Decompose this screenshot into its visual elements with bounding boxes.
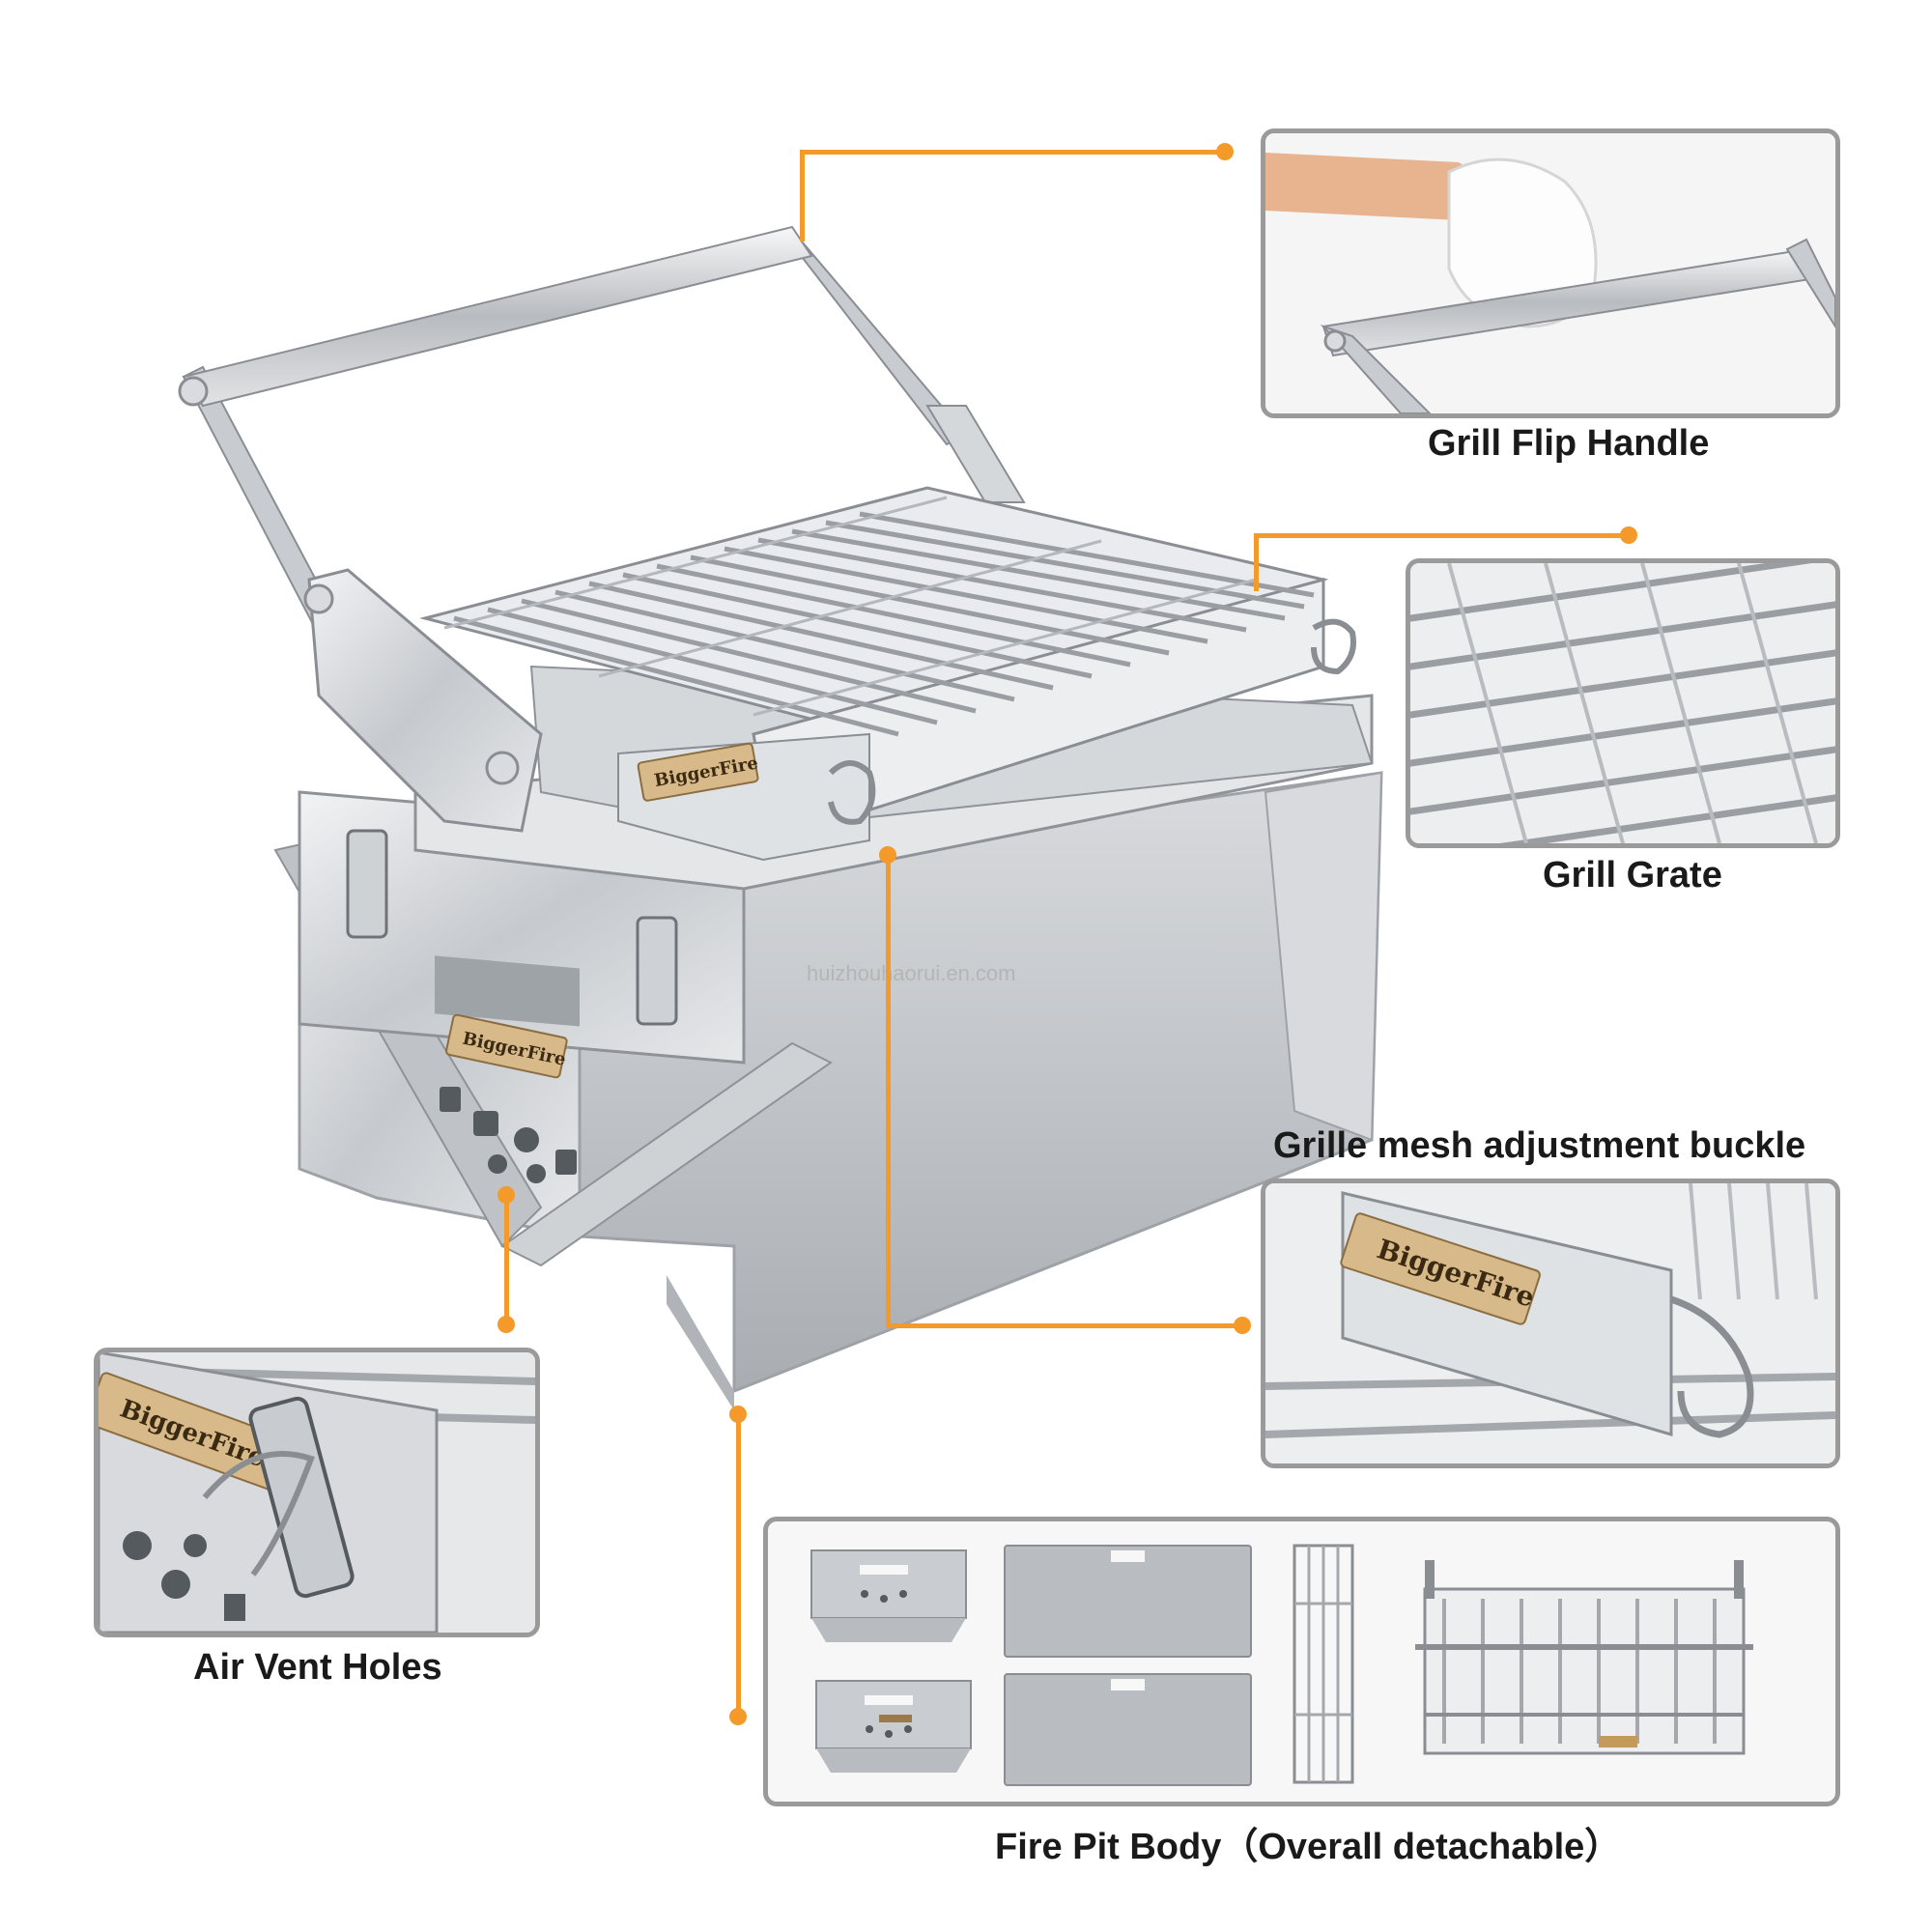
leader-vent-v bbox=[504, 1195, 509, 1323]
label-air-vent-holes: Air Vent Holes bbox=[193, 1647, 442, 1688]
leader-body-dot-end bbox=[729, 1708, 747, 1725]
leader-buckle-h bbox=[886, 1323, 1243, 1328]
leader-handle-v bbox=[800, 150, 805, 242]
leader-buckle-v bbox=[886, 855, 891, 1328]
label-grill-grate: Grill Grate bbox=[1543, 855, 1722, 895]
label-adjustment-buckle: Grille mesh adjustment buckle bbox=[1273, 1125, 1806, 1166]
panel-grill-grate bbox=[1406, 558, 1840, 848]
vent-closeup-image: BiggerFire bbox=[99, 1352, 535, 1633]
leader-vent-dot-end bbox=[497, 1316, 515, 1333]
leader-grate-h bbox=[1254, 533, 1629, 538]
panel-air-vent-holes: BiggerFire bbox=[94, 1348, 540, 1637]
leader-grate-v bbox=[1254, 533, 1259, 591]
buckle-closeup-image: BiggerFire bbox=[1265, 1183, 1835, 1463]
panel-adjustment-buckle: BiggerFire bbox=[1261, 1179, 1840, 1468]
parts-layout-image bbox=[810, 1544, 1753, 1786]
panel-fire-pit-body bbox=[763, 1517, 1840, 1806]
panel-grill-flip-handle bbox=[1261, 128, 1840, 418]
leader-grate-dot bbox=[1620, 526, 1637, 544]
grate-closeup-image bbox=[1410, 563, 1835, 843]
label-grill-flip-handle: Grill Flip Handle bbox=[1428, 423, 1710, 464]
leader-handle-h bbox=[800, 150, 1225, 155]
leader-body-v bbox=[736, 1414, 741, 1716]
label-fire-pit-body: Fire Pit Body（Overall detachable） bbox=[995, 1827, 1622, 1867]
leader-handle-dot bbox=[1216, 143, 1234, 160]
watermark: huizhouhaorui.en.com bbox=[807, 961, 1015, 985]
leader-buckle-dot-end bbox=[1234, 1317, 1251, 1334]
handle-closeup-image bbox=[1265, 133, 1835, 413]
